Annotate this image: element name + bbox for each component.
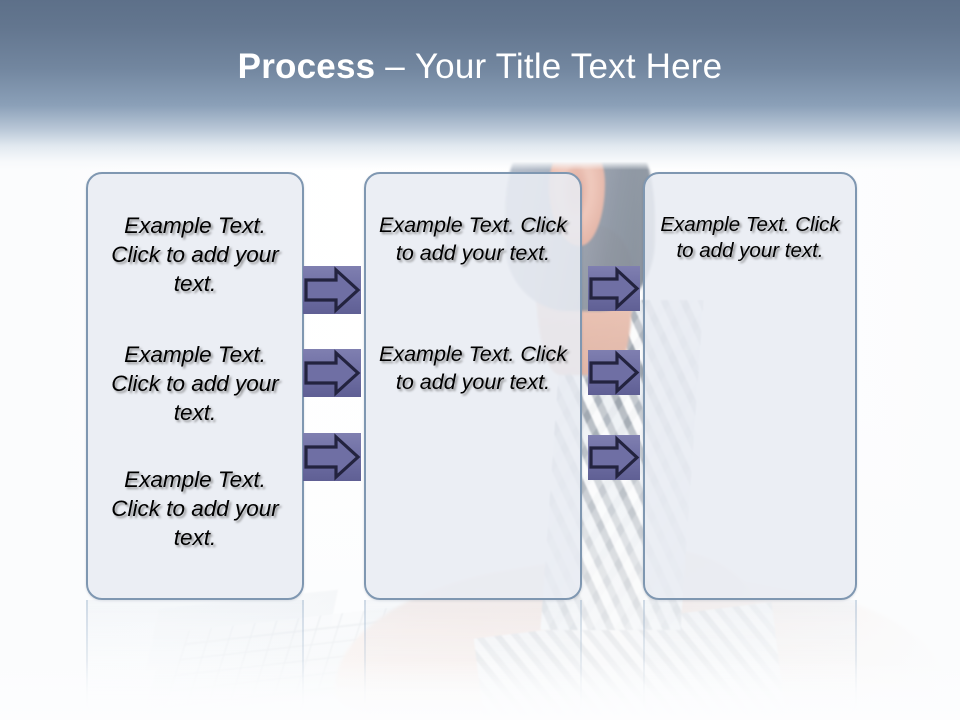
arrow-right-icon-1b[interactable] (303, 349, 361, 397)
arrow-right-icon-2b[interactable] (588, 350, 640, 395)
page-title-bold: Process (237, 47, 376, 86)
title-banner (0, 0, 960, 170)
step-2-text-block-2[interactable]: Example Text. Click to add your text. (379, 342, 567, 394)
arrow-right-icon-1c[interactable] (303, 433, 361, 481)
step-3-text-block-1[interactable]: Example Text. Click to add your text. (660, 213, 840, 263)
arrow-right-icon-2a[interactable] (588, 266, 640, 311)
process-step-1[interactable]: Example Text. Click to add your text. Ex… (86, 172, 304, 600)
step-1-text-block-3[interactable]: Example Text. Click to add your text. (111, 467, 279, 550)
step-2-text-block-1[interactable]: Example Text. Click to add your text. (379, 213, 567, 265)
process-step-2[interactable]: Example Text. Click to add your text. Ex… (364, 172, 582, 600)
arrow-right-icon-1a[interactable] (303, 266, 361, 314)
page-title-rest: Your Title Text Here (414, 47, 723, 86)
step-1-text-block-1[interactable]: Example Text. Click to add your text. (111, 213, 279, 296)
arrow-right-icon-2c[interactable] (588, 435, 640, 480)
page-title-separator: – (385, 47, 405, 86)
process-step-3[interactable]: Example Text. Click to add your text. (643, 172, 857, 600)
page-title: Process – Your Title Text Here (0, 47, 960, 87)
bottom-fade-overlay (0, 660, 960, 720)
step-1-text-block-2[interactable]: Example Text. Click to add your text. (111, 342, 279, 425)
